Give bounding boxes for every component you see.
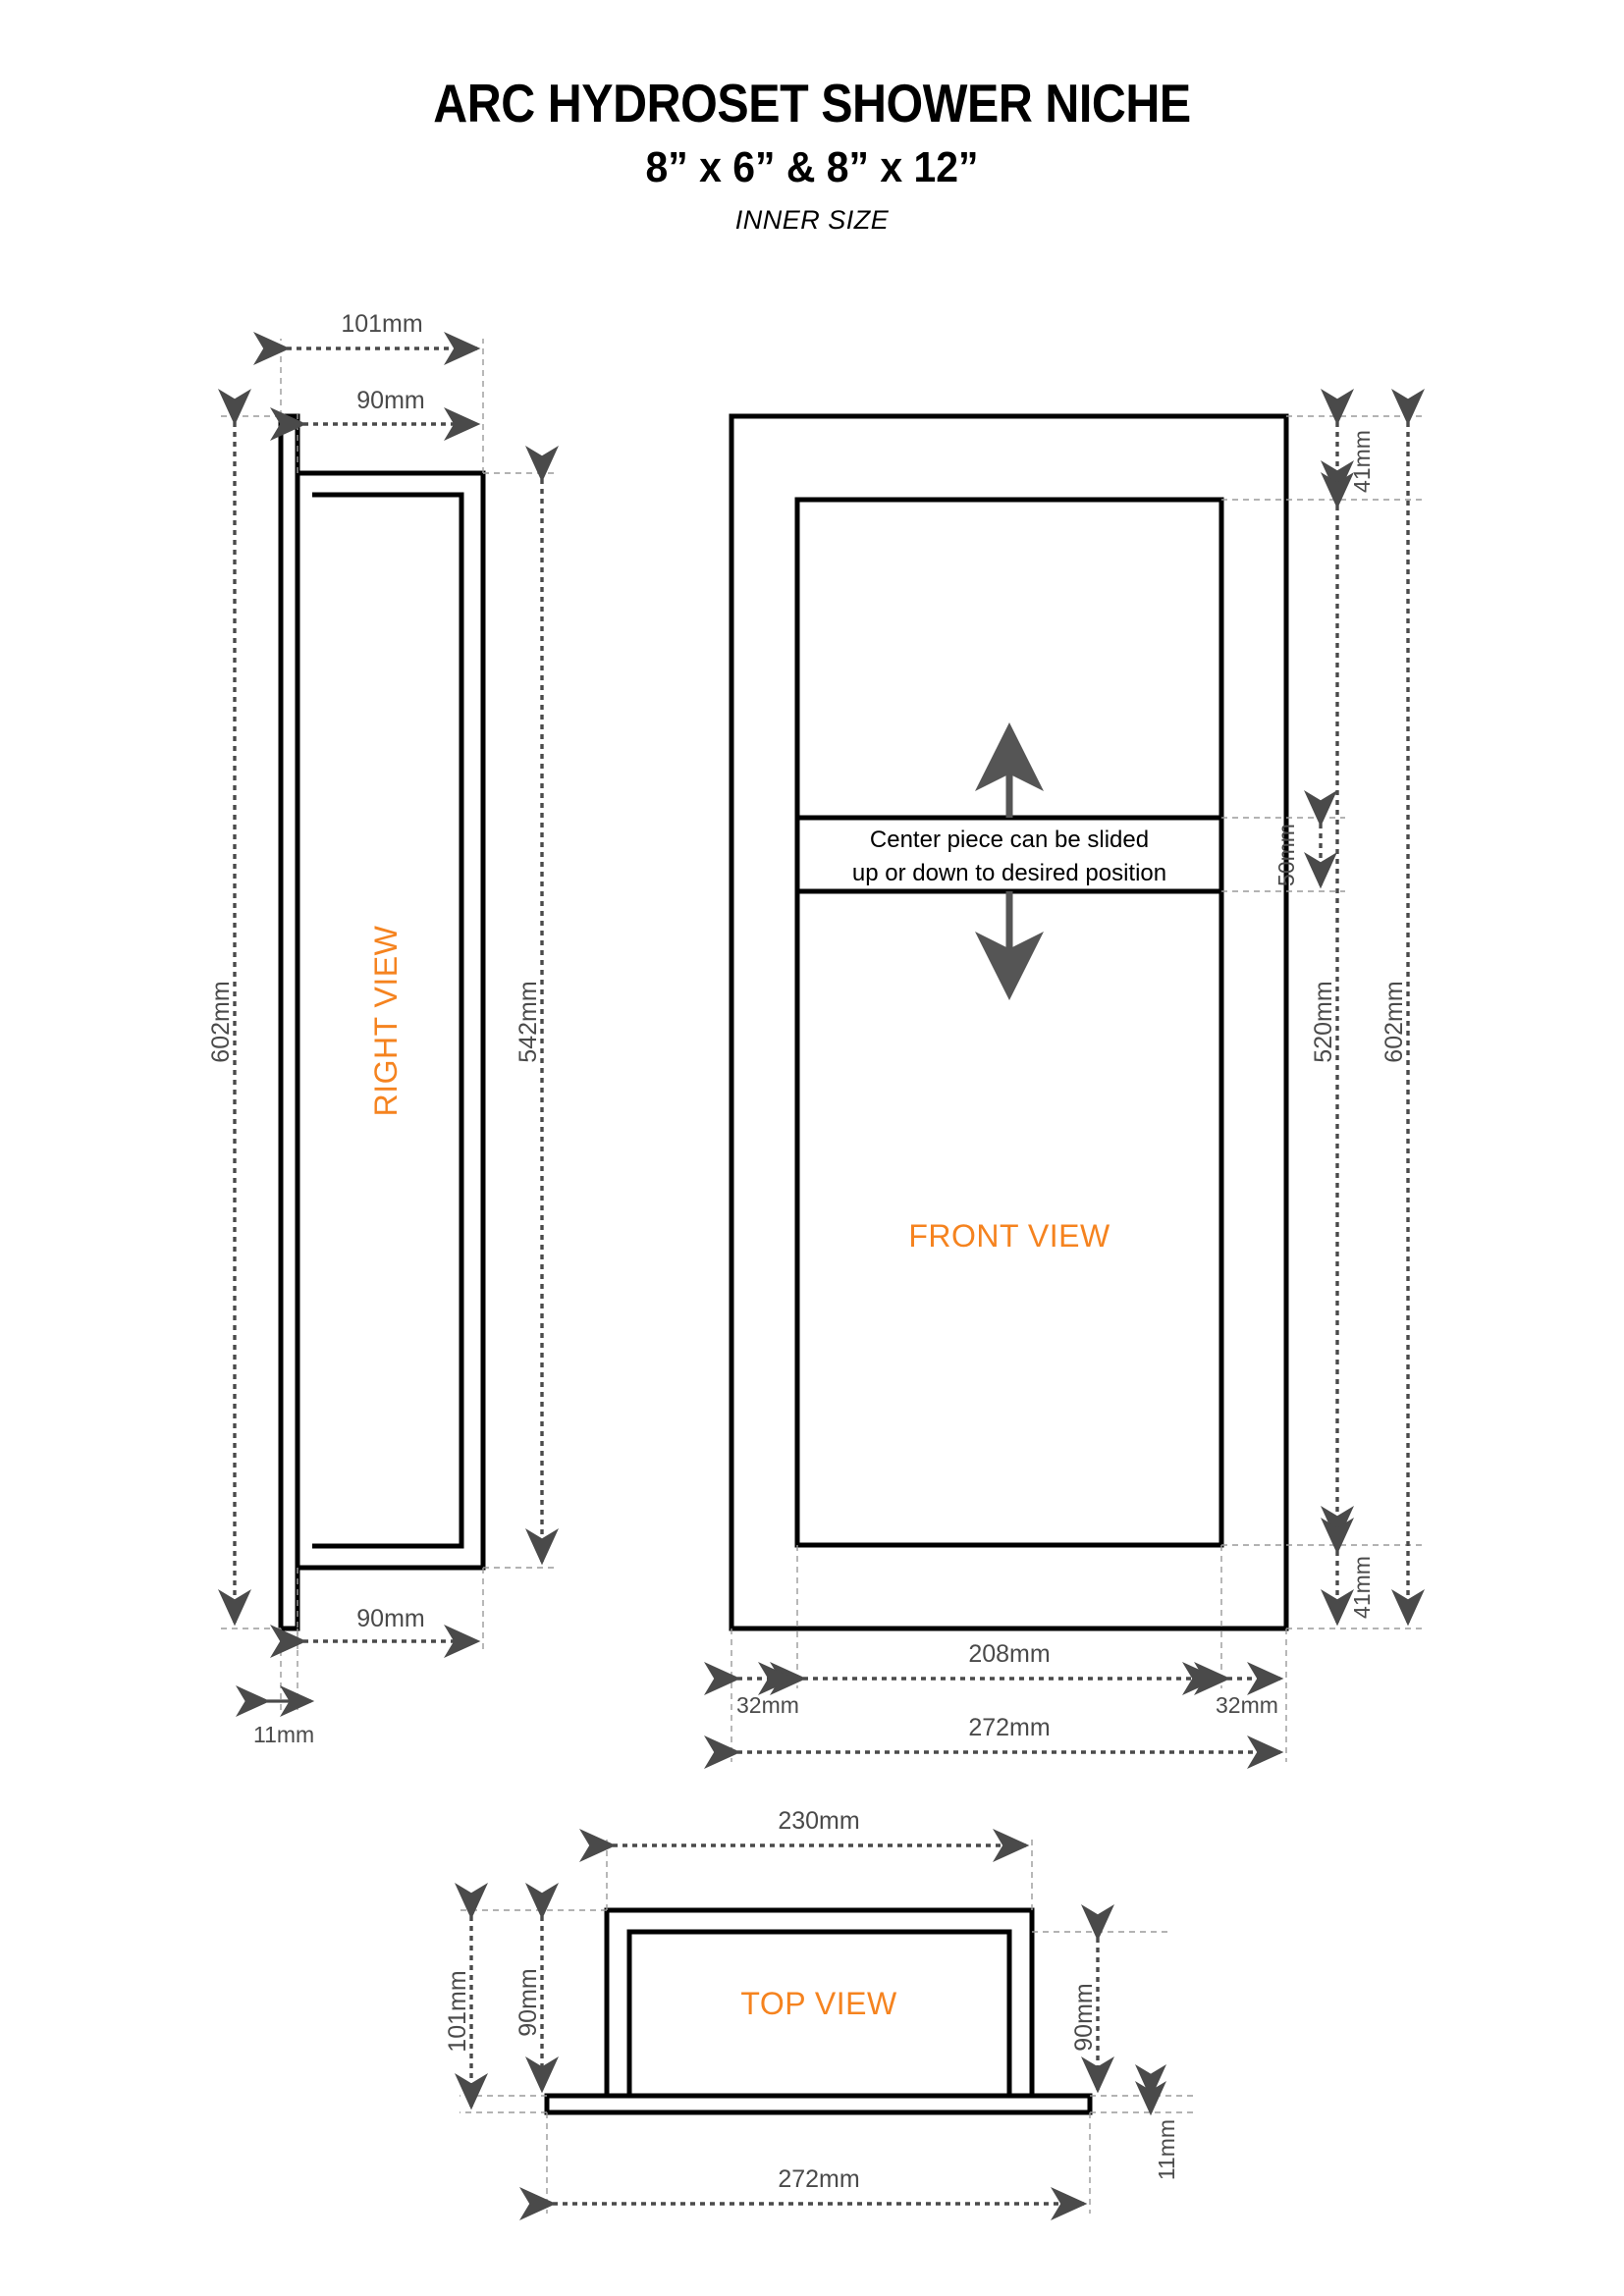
dim-front-inner-height: 520mm: [1310, 981, 1337, 1062]
dim-right-depth-top: 90mm: [356, 387, 424, 414]
dim-front-bottom-border: 41mm: [1349, 1556, 1375, 1619]
inner-size-note: INNER SIZE: [734, 205, 890, 235]
dim-front-center-height: 50mm: [1273, 824, 1299, 886]
title-block: ARC HYDROSET SHOWER NICHE 8” x 6” & 8” x…: [0, 0, 1624, 236]
dim-right-overall-depth: 101mm: [341, 310, 422, 338]
dim-top-overall-width: 272mm: [778, 2165, 859, 2193]
right-view-group: 101mm 90mm 602mm 542mm 90mm 11mm RIGHT V…: [207, 310, 559, 1747]
center-piece-note-line1: Center piece can be slided: [870, 827, 1149, 853]
front-view-label: FRONT VIEW: [908, 1218, 1110, 1254]
dim-front-overall-height: 602mm: [1380, 981, 1408, 1062]
dim-front-inner-width: 208mm: [968, 1640, 1050, 1668]
top-view-group: 230mm 101mm 90mm 90mm 11mm 272mm TOP VIE…: [444, 1807, 1193, 2220]
right-view-box: [298, 470, 486, 1571]
dim-top-depth-left: 90mm: [514, 1968, 542, 2036]
front-view-inner: [794, 497, 1224, 1548]
top-view-flange: [544, 2093, 1093, 2115]
dim-top-overall-depth: 101mm: [444, 1970, 471, 2052]
dim-front-overall-width: 272mm: [968, 1714, 1050, 1741]
dim-top-inner-width: 230mm: [778, 1807, 859, 1835]
page-subtitle: 8” x 6” & 8” x 12”: [645, 143, 979, 191]
right-view-flange: [278, 413, 300, 1631]
right-view-box-inner: [312, 492, 464, 1549]
top-view-label: TOP VIEW: [740, 1986, 897, 2021]
dim-right-flange: 11mm: [253, 1722, 314, 1747]
dim-right-depth-bottom: 90mm: [356, 1605, 424, 1632]
front-view-group: Center piece can be slided up or down to…: [704, 389, 1425, 1769]
dim-front-top-border: 41mm: [1349, 430, 1375, 493]
right-view-label: RIGHT VIEW: [368, 925, 404, 1116]
center-piece-note-line2: up or down to desired position: [852, 860, 1166, 886]
dim-top-depth-right: 90mm: [1070, 1983, 1098, 2051]
top-view-box: [604, 1907, 1035, 2096]
page-title: ARC HYDROSET SHOWER NICHE: [433, 73, 1191, 133]
dim-right-inner-height: 542mm: [514, 981, 542, 1062]
top-view-box-inner: [626, 1929, 1012, 2096]
dim-front-right-border: 32mm: [1216, 1692, 1278, 1718]
dim-top-flange: 11mm: [1154, 2119, 1179, 2180]
dim-front-left-border: 32mm: [736, 1692, 799, 1718]
dim-right-overall-height: 602mm: [207, 981, 235, 1062]
